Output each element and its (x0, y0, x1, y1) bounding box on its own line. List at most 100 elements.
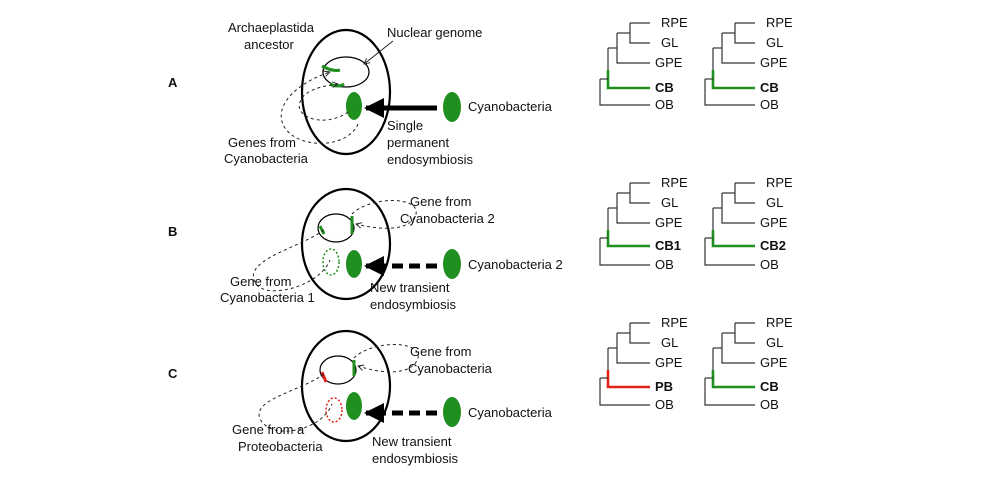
ancestor-label-line-2: ancestor (244, 37, 295, 52)
tree-leaf-label: RPE (661, 15, 688, 30)
tree-branch (721, 33, 755, 64)
nucleus (317, 213, 355, 243)
highlighted-branch (606, 230, 650, 248)
cyanobacterial-gene-marker (321, 64, 341, 72)
tree-branch (616, 333, 650, 364)
tree-leaf-label: GPE (655, 215, 683, 230)
gene-transfer-loop (353, 344, 419, 373)
cyanobacterium (443, 92, 461, 122)
tree-branch (599, 238, 650, 266)
event-label-line-3: endosymbiosis (387, 152, 473, 167)
plastid (346, 92, 362, 120)
event-label-line-2: endosymbiosis (370, 297, 456, 312)
tree-leaf-label: RPE (766, 15, 793, 30)
tree-branch (629, 23, 650, 44)
highlighted-branch (711, 230, 755, 248)
tree-branch (734, 23, 755, 44)
tree-leaf-label: GPE (655, 355, 683, 370)
event-label-line-2: permanent (387, 135, 450, 150)
tree-leaf-label: GPE (760, 355, 788, 370)
panel-letter: A (168, 75, 178, 90)
nuclear-genome-pointer (364, 40, 394, 64)
tree-leaf-label: GPE (760, 215, 788, 230)
tree-branch (721, 193, 755, 224)
gene-transfer-loop (298, 84, 349, 121)
tree-leaf-label: GL (766, 35, 783, 50)
panel-a: A Archaeplastida ancestor Nuclear genome… (168, 20, 553, 167)
highlighted-branch (606, 70, 650, 90)
tree-branch (616, 33, 650, 64)
tree-branch (721, 333, 755, 364)
tree-leaf-label: OB (760, 97, 779, 112)
tree-leaf-label: RPE (661, 315, 688, 330)
host-cell (300, 28, 392, 156)
gene-top-label-line-1: Gene from (410, 194, 471, 209)
tree-leaf-label: RPE (766, 175, 793, 190)
tree-leaf-label: GL (766, 335, 783, 350)
panel-b: B Gene from Cyanobacteria 2 Cyanobacteri… (168, 187, 563, 312)
tree-leaf-label: OB (655, 257, 674, 272)
cyanobacterium (443, 249, 461, 279)
proteobacterial-gene-marker (320, 371, 328, 383)
gene-transfer-loop (280, 72, 359, 144)
lost-plastid (325, 397, 343, 423)
tree-c-right: RPE GL GPE CB OB (704, 315, 793, 412)
gene-bottom-label-line-1: Gene from a (232, 422, 305, 437)
gene-top-label-line-2: Cyanobacteria (408, 361, 493, 376)
tree-branch (704, 79, 755, 106)
tree-leaf-label: CB (655, 80, 674, 95)
tree-branch (629, 323, 650, 344)
event-label-line-2: endosymbiosis (372, 451, 458, 466)
tree-leaf-label: GL (661, 335, 678, 350)
panel-c: C Gene from Cyanobacteria Cyanobacteria … (168, 329, 553, 466)
tree-branch (704, 238, 755, 266)
nuclear-genome-label: Nuclear genome (387, 25, 482, 40)
tree-a-right: RPE GL GPE CB OB (704, 15, 793, 112)
tree-leaf-label: CB1 (655, 238, 681, 253)
tree-leaf-label: PB (655, 379, 673, 394)
host-cell (300, 329, 392, 443)
nucleus (319, 355, 357, 385)
tree-c-left: RPE GL GPE PB OB (599, 315, 688, 412)
tree-leaf-label: GL (766, 195, 783, 210)
tree-leaf-label: CB2 (760, 238, 786, 253)
tree-leaf-label: OB (655, 397, 674, 412)
tree-branch (599, 378, 650, 406)
tree-branch (704, 378, 755, 406)
donor-label: Cyanobacteria (468, 99, 553, 114)
genes-label-line-2: Cyanobacteria (224, 151, 309, 166)
nucleus (322, 56, 370, 88)
gene-bottom-label-line-2: Proteobacteria (238, 439, 323, 454)
tree-leaf-label: RPE (766, 315, 793, 330)
gene-transfer-loop (252, 229, 331, 292)
panel-letter: B (168, 224, 177, 239)
gene-top-label-line-1: Gene from (410, 344, 471, 359)
tree-leaf-label: GPE (760, 55, 788, 70)
cyanobacterium (443, 397, 461, 427)
tree-branch (599, 79, 650, 106)
plastid (346, 392, 362, 420)
tree-leaf-label: GPE (655, 55, 683, 70)
gene-bottom-label-line-1: Gene from (230, 274, 291, 289)
host-cell (300, 187, 392, 301)
gene-bottom-label-line-2: Cyanobacteria 1 (220, 290, 315, 305)
genes-label-line-1: Genes from (228, 135, 296, 150)
event-label-line-1: New transient (370, 280, 450, 295)
tree-branch (734, 323, 755, 344)
event-label-line-1: New transient (372, 434, 452, 449)
donor-label: Cyanobacteria 2 (468, 257, 563, 272)
lost-plastid (322, 248, 340, 276)
donor-label: Cyanobacteria (468, 405, 553, 420)
tree-leaf-label: CB (760, 80, 779, 95)
cyanobacterial-gene-marker (318, 225, 326, 235)
tree-branch (629, 183, 650, 204)
gene-transfer-loop (351, 200, 417, 229)
highlighted-branch (711, 70, 755, 90)
tree-leaf-label: GL (661, 195, 678, 210)
tree-branch (616, 193, 650, 224)
tree-leaf-label: OB (760, 257, 779, 272)
tree-a-left: RPE GL GPE CB OB (599, 15, 688, 112)
tree-leaf-label: GL (661, 35, 678, 50)
tree-leaf-label: CB (760, 379, 779, 394)
